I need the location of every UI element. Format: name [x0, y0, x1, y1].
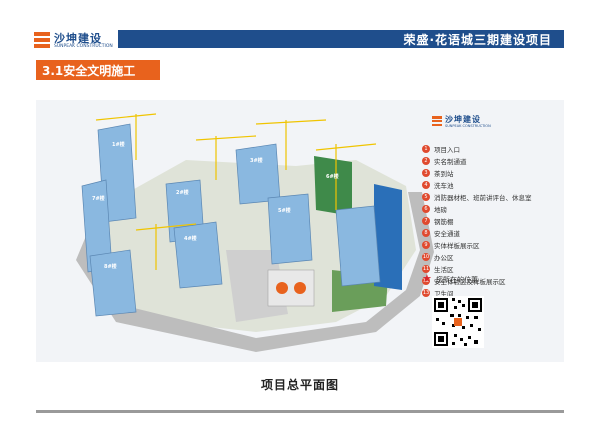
project-title: 荣盛·花语城三期建设项目	[403, 33, 552, 47]
qr-code-icon	[432, 296, 484, 348]
you-are-here-label: 您所在的位置	[436, 276, 478, 284]
building-label-8: 8#楼	[104, 263, 117, 270]
legend-number: 4	[422, 181, 430, 189]
legend-label: 茶到站	[434, 170, 454, 178]
building-label-6: 6#楼	[326, 173, 339, 180]
legend-label: 生活区	[434, 266, 454, 274]
legend-number: 8	[422, 229, 430, 237]
legend-label: 卫生间	[434, 290, 454, 298]
section-title: 3.1安全文明施工	[42, 64, 136, 78]
company-logo: 沙坤建设 SUNPEAK CONSTRUCTION	[34, 30, 118, 52]
legend-number: 11	[422, 265, 430, 273]
legend-label: 办公区	[434, 254, 454, 262]
legend-number: 13	[422, 289, 430, 297]
legend-item: 10 办公区	[422, 252, 552, 264]
building-group	[81, 123, 381, 317]
figure-caption: 项目总平面图	[260, 378, 339, 392]
legend-label: 消防器材柜、班前讲评台、休息室	[434, 194, 532, 202]
building-label-5: 5#楼	[278, 207, 291, 214]
legend-item: 11 生活区	[422, 264, 552, 276]
legend-label: 项目入口	[434, 146, 460, 154]
green-building	[314, 156, 352, 216]
qr-code	[432, 296, 484, 348]
legend-number: 10	[422, 253, 430, 261]
building-label-2: 2#楼	[176, 189, 189, 196]
site-plan-map: 1#楼 2#楼 3#楼 4#楼 5#楼 6#楼 7#楼 8#楼 沙坤建设 SUN…	[36, 100, 564, 362]
footer-divider	[36, 410, 564, 413]
building-label-3: 3#楼	[250, 157, 263, 164]
legend-item: 9 实体样板展示区	[422, 240, 552, 252]
logo-name: 沙坤建设	[54, 32, 102, 45]
legend-number: 1	[422, 145, 430, 153]
section-tag: 3.1安全文明施工	[36, 60, 160, 80]
legend-item: 12 安全体验区及样板展示区	[422, 276, 552, 288]
building-label-7: 7#楼	[92, 195, 105, 202]
living-area	[374, 184, 402, 290]
legend-label: 实体样板展示区	[434, 242, 480, 250]
legend-item: 5 消防器材柜、班前讲评台、休息室	[422, 192, 552, 204]
legend-item: 1 项目入口	[422, 144, 552, 156]
office-block	[267, 269, 315, 307]
site-marker-right	[294, 282, 306, 294]
map-logo-mark-icon	[432, 116, 442, 126]
header-bar: 荣盛·花语城三期建设项目	[118, 30, 564, 48]
legend-item: 6 地磅	[422, 204, 552, 216]
map-logo-subtitle: SUNPEAK CONSTRUCTION	[445, 124, 491, 128]
legend-label: 钢筋棚	[434, 218, 454, 226]
legend-number: 5	[422, 193, 430, 201]
legend-number: 12	[422, 277, 430, 285]
legend-item: 3 茶到站	[422, 168, 552, 180]
logo-subtitle: SUNPEAK CONSTRUCTION	[54, 44, 113, 49]
building-label-1: 1#楼	[112, 141, 125, 148]
legend-item: 4 洗车池	[422, 180, 552, 192]
legend-item: 13 卫生间	[422, 288, 552, 300]
legend-item: 8 安全通道	[422, 228, 552, 240]
building-label-4: 4#楼	[184, 235, 197, 242]
legend-item: 7 钢筋棚	[422, 216, 552, 228]
map-logo: 沙坤建设 SUNPEAK CONSTRUCTION	[432, 114, 512, 130]
logo-mark-icon	[34, 32, 50, 48]
legend-number: 3	[422, 169, 430, 177]
legend-label: 安全体验区及样板展示区	[434, 278, 506, 286]
legend-number: 9	[422, 241, 430, 249]
legend-number: 2	[422, 157, 430, 165]
star-icon: ★	[422, 272, 432, 285]
map-logo-name: 沙坤建设	[445, 115, 481, 124]
legend-number: 6	[422, 205, 430, 213]
site-marker-left	[276, 282, 288, 294]
tower-cranes	[95, 113, 377, 270]
legend-number: 7	[422, 217, 430, 225]
legend-label: 实名制通道	[434, 158, 467, 166]
legend-item: 2 实名制通道	[422, 156, 552, 168]
site-plan-illustration: 1#楼 2#楼 3#楼 4#楼 5#楼 6#楼 7#楼 8#楼	[76, 113, 434, 352]
legend-label: 安全通道	[434, 230, 460, 238]
legend-label: 地磅	[434, 206, 447, 214]
legend-label: 洗车池	[434, 182, 454, 190]
